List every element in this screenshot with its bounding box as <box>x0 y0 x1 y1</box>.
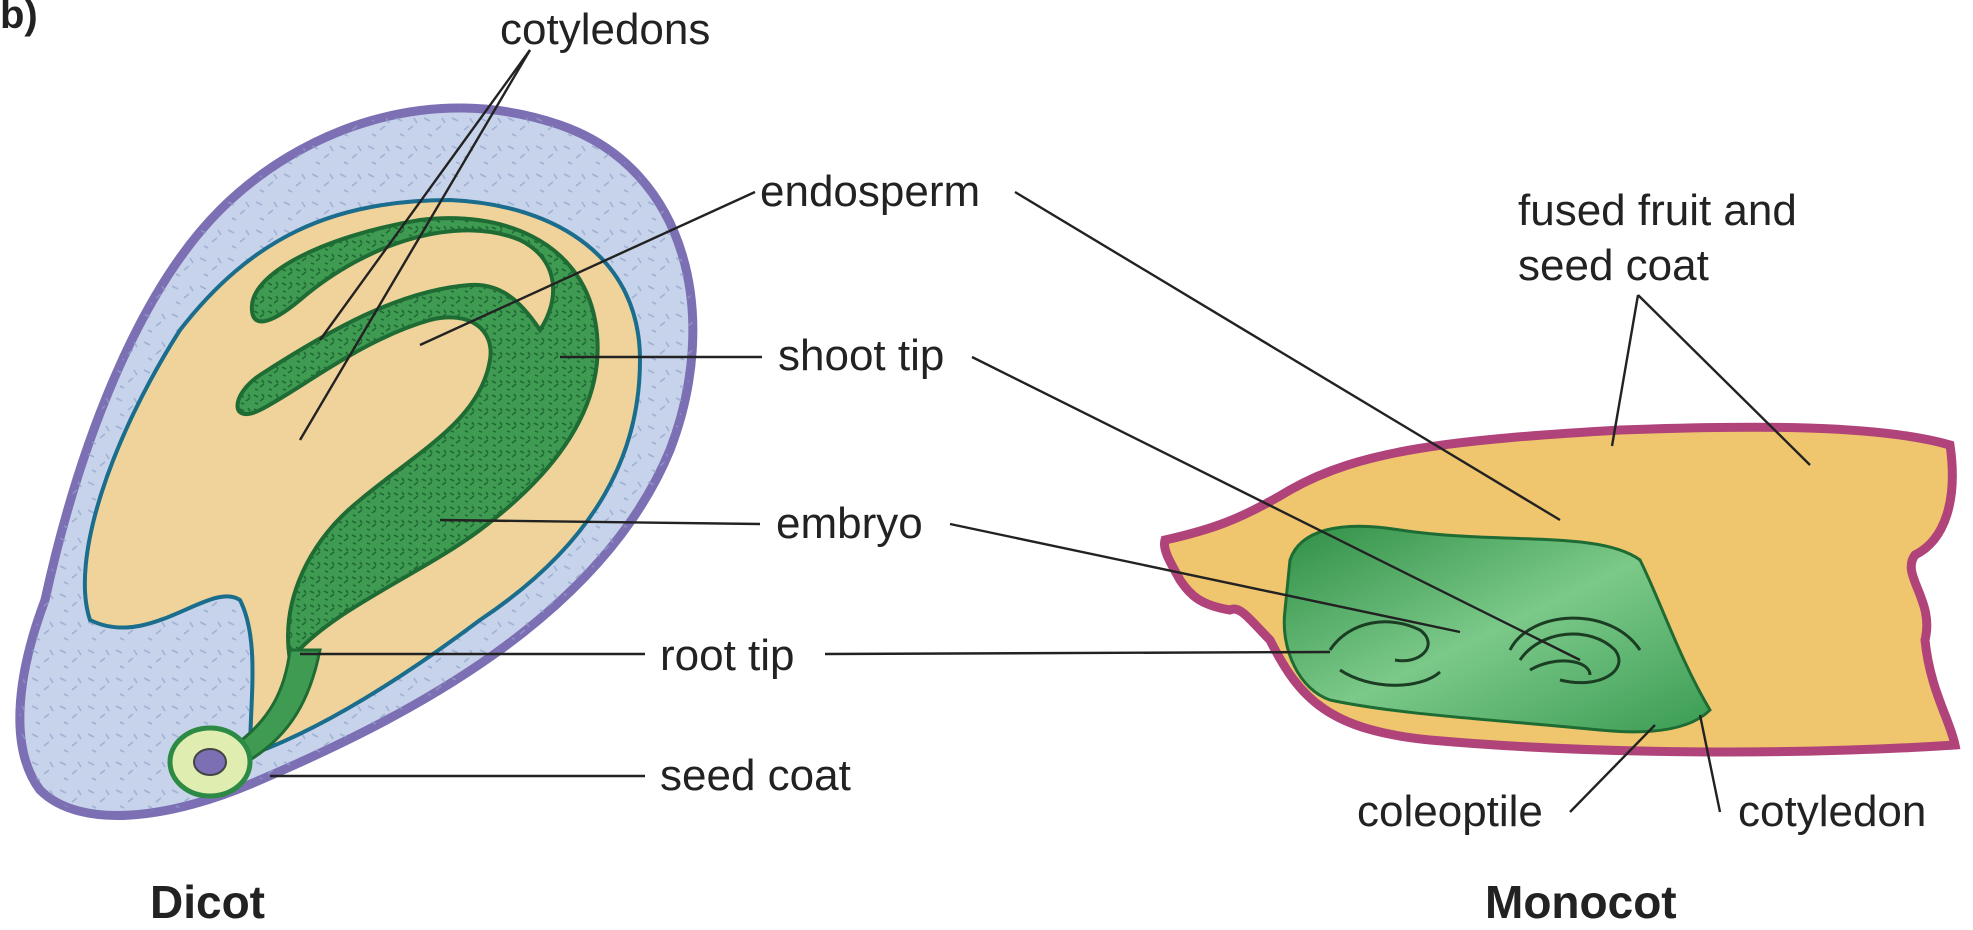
label-cotyledons: cotyledons <box>500 5 710 54</box>
label-fused-fruit-line1: fused fruit and <box>1518 186 1797 235</box>
label-fused-fruit-line2: seed coat <box>1518 241 1709 290</box>
panel-label: b) <box>0 0 38 37</box>
label-shoot-tip: shoot tip <box>778 331 944 380</box>
dicot-title: Dicot <box>150 876 265 928</box>
label-embryo: embryo <box>776 499 923 548</box>
label-cotyledon: cotyledon <box>1738 787 1926 836</box>
label-seed-coat: seed coat <box>660 751 851 800</box>
monocot-title: Monocot <box>1485 876 1677 928</box>
dicot-seed <box>20 108 693 815</box>
monocot-seed <box>1164 427 1955 752</box>
label-endosperm: endosperm <box>760 167 980 216</box>
label-root-tip: root tip <box>660 631 795 680</box>
label-coleoptile: coleoptile <box>1357 787 1543 836</box>
